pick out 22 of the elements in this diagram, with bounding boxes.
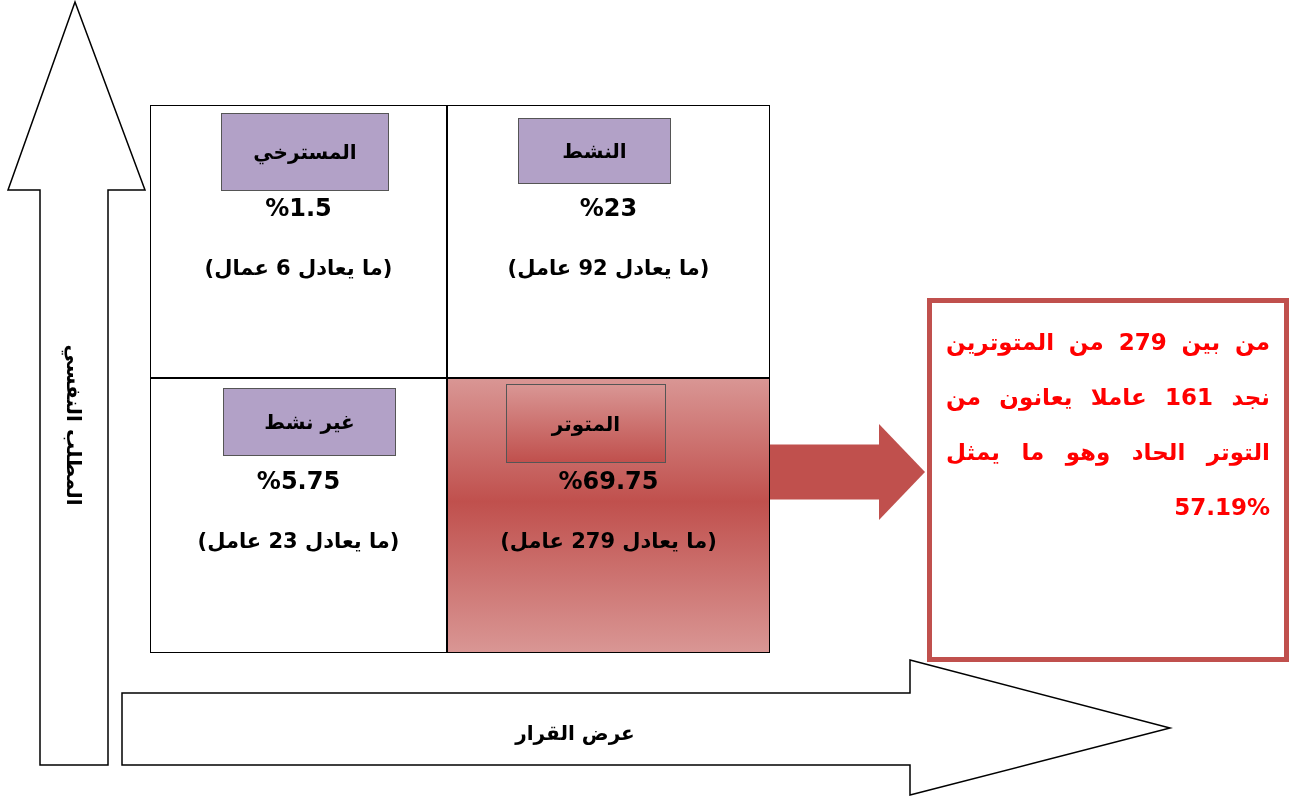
axis-arrow <box>5 0 147 767</box>
note-box: من بين 279 من المتوترين نجد 161 عاملا يعانون من التوتر الحاد وهو ما يمثل %57.19 <box>927 298 1289 662</box>
percent-text: %1.5 <box>264 194 333 222</box>
axis-arrow <box>120 658 1172 797</box>
percent-text: %69.75 <box>557 467 660 495</box>
percent-text: %23 <box>578 194 639 222</box>
quadrant-cell <box>447 105 770 378</box>
count-text: (ما يعادل 23 عامل) <box>196 529 401 553</box>
label-box: النشط <box>518 118 671 184</box>
quadrant-cell <box>150 378 447 653</box>
label-box: المسترخي <box>221 113 389 191</box>
count-text: (ما يعادل 6 عمال) <box>203 256 394 280</box>
block-arrow <box>770 424 925 520</box>
quadrant-cell <box>150 105 447 378</box>
percent-text: %5.75 <box>255 467 342 495</box>
axis-label: المطلب النفسي <box>62 344 86 506</box>
label-box: غير نشط <box>223 388 396 456</box>
axis-label: عرض القرار <box>515 721 635 745</box>
label-box: المتوتر <box>506 384 666 463</box>
count-text: (ما يعادل 92 عامل) <box>506 256 711 280</box>
count-text: (ما يعادل 279 عامل) <box>499 529 718 553</box>
quadrant-cell <box>447 378 770 653</box>
